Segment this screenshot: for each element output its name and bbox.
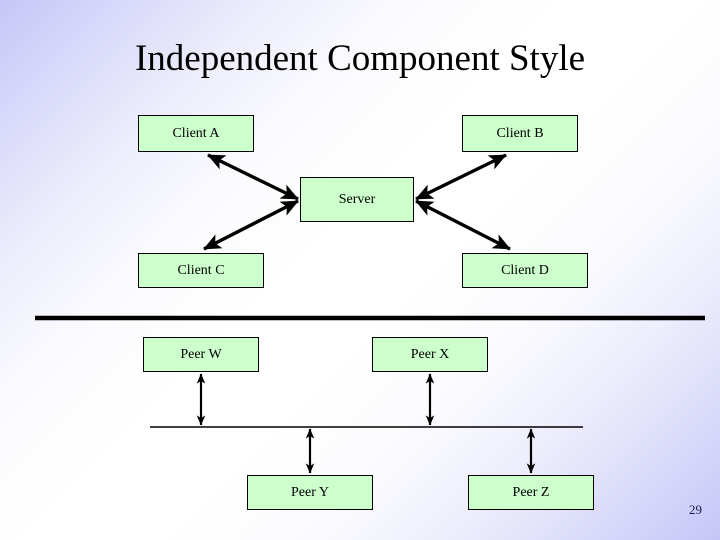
- node-label: Peer Y: [291, 484, 329, 500]
- node-label: Peer X: [410, 346, 450, 362]
- connector-server-client-a: [207, 153, 299, 201]
- node-client-b[interactable]: Client B: [462, 115, 578, 152]
- node-label: Client C: [177, 262, 225, 278]
- node-label: Peer W: [180, 346, 222, 362]
- node-label: Client B: [496, 125, 544, 141]
- node-label: Client D: [501, 262, 549, 278]
- connector-server-client-d: [415, 199, 511, 251]
- node-peer-x[interactable]: Peer X: [372, 337, 488, 372]
- node-label: Client A: [172, 125, 220, 141]
- connector-server-client-c: [203, 199, 299, 251]
- node-client-a[interactable]: Client A: [138, 115, 254, 152]
- node-client-c[interactable]: Client C: [138, 253, 264, 288]
- node-client-d[interactable]: Client D: [462, 253, 588, 288]
- node-server[interactable]: Server: [300, 177, 414, 222]
- node-label: Server: [338, 191, 376, 207]
- page-number: 29: [689, 502, 702, 517]
- node-label: Peer Z: [512, 484, 550, 500]
- node-peer-y[interactable]: Peer Y: [247, 475, 373, 510]
- node-peer-z[interactable]: Peer Z: [468, 475, 594, 510]
- page-title: Independent Component Style: [134, 38, 586, 79]
- node-peer-w[interactable]: Peer W: [143, 337, 259, 372]
- connector-server-client-b: [415, 153, 507, 201]
